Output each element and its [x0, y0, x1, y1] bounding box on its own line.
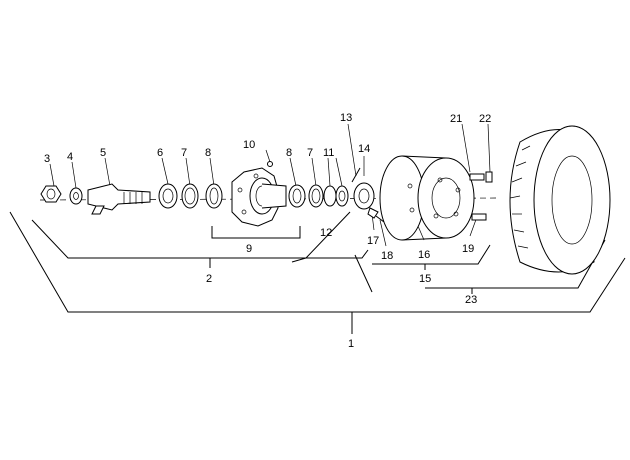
part-4-washer [69, 187, 83, 205]
callout-14: 14 [358, 143, 370, 155]
callout-2: 2 [206, 273, 212, 285]
callout-21: 21 [450, 113, 462, 125]
part-23-tire [509, 125, 611, 275]
tire-tread [509, 145, 531, 249]
part-10-fitting [267, 161, 273, 167]
callout-16: 16 [418, 249, 430, 261]
leader-12b [291, 257, 307, 263]
callout-12: 12 [320, 227, 332, 239]
part-8b-seal [288, 184, 306, 208]
bracket-2 [31, 219, 369, 259]
part-3-nut [40, 185, 62, 203]
part-16-rim [379, 155, 475, 241]
callout-15: 15 [419, 273, 431, 285]
callout-labels: 3 4 5 6 7 8 10 8 7 11 13 14 9 12 2 17 18… [44, 112, 491, 350]
part-7-bearing-cup [181, 183, 199, 209]
part-14-cap [353, 182, 375, 210]
callout-18: 18 [381, 250, 393, 262]
part-11-bearings [323, 185, 349, 207]
callout-6: 6 [157, 147, 163, 159]
part-6-bearing [158, 183, 178, 209]
callout-17: 17 [367, 235, 379, 247]
callout-7b: 7 [307, 147, 313, 159]
leader-12 [305, 211, 351, 259]
callout-7a: 7 [181, 147, 187, 159]
callout-9: 9 [246, 243, 252, 255]
callout-22: 22 [479, 113, 491, 125]
callout-23: 23 [465, 294, 477, 306]
bracket-1 [9, 211, 626, 313]
bracket-15 [354, 244, 491, 293]
part-13-pin [351, 167, 361, 183]
callout-8b: 8 [286, 147, 292, 159]
callout-5: 5 [100, 147, 106, 159]
callout-8a: 8 [205, 147, 211, 159]
part-leaders [49, 123, 491, 247]
part-19-21-22-studs [469, 171, 493, 221]
callout-11: 11 [323, 147, 334, 159]
part-7b-bearing-cup [308, 184, 324, 208]
callout-4: 4 [67, 151, 73, 163]
callout-10: 10 [243, 139, 255, 151]
callout-3: 3 [44, 153, 50, 165]
part-5-spindle [87, 183, 151, 215]
part-9-hub [231, 167, 287, 227]
callout-1: 1 [348, 338, 354, 350]
bracket-9 [211, 226, 301, 239]
part-17-18-clip [367, 207, 385, 223]
callout-19: 19 [462, 243, 474, 255]
callout-13: 13 [340, 112, 352, 124]
part-8-seal [205, 183, 223, 209]
